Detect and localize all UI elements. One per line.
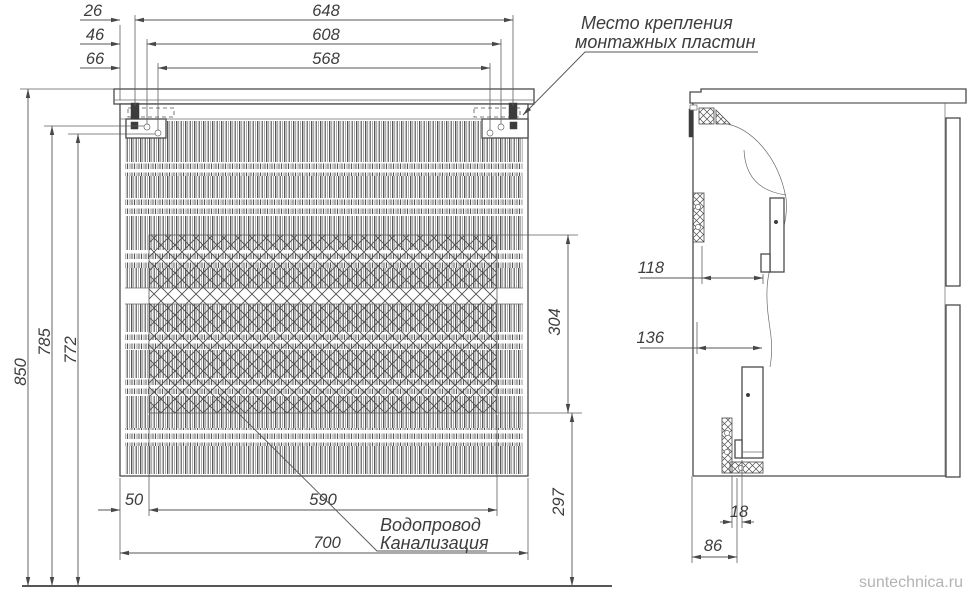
lower-mounting-plate-side	[734, 366, 764, 459]
mounting-plate-right	[473, 102, 529, 139]
front-top-dimensions: 26 46 66 648 608 568	[80, 2, 514, 130]
watermark: suntechnica.ru	[859, 574, 963, 591]
mounting-note-line1: Место крепления	[581, 13, 733, 33]
dim-297: 297	[550, 487, 568, 516]
dim-850: 850	[12, 357, 30, 385]
wall-rail	[688, 104, 698, 138]
dim-304: 304	[546, 308, 564, 336]
dim-50: 50	[125, 491, 144, 509]
mounting-plate-left	[125, 102, 175, 139]
dim-608: 608	[312, 26, 340, 44]
service-zone-crosshatch	[148, 234, 498, 414]
dim-66: 66	[86, 50, 105, 68]
front-right-dimensions: 304 297	[497, 234, 582, 587]
dim-118: 118	[638, 259, 665, 277]
plumbing-note: Водопровод Канализация	[217, 392, 489, 553]
mounting-note: Место крепления монтажных пластин	[522, 13, 758, 116]
front-left-dimensions: 850 785 772	[12, 88, 155, 587]
dim-568: 568	[312, 50, 340, 68]
dim-590: 590	[309, 491, 337, 509]
countertop-front	[113, 88, 535, 105]
cabinet-body-front	[119, 103, 529, 477]
dim-136: 136	[636, 329, 664, 347]
dim-26: 26	[83, 2, 103, 20]
mounting-note-line2: монтажных пластин	[575, 32, 756, 52]
countertop-side	[689, 88, 967, 104]
dim-700: 700	[313, 534, 341, 552]
dim-18: 18	[730, 503, 749, 521]
drawer-fronts-side	[945, 117, 961, 478]
front-view: 26 46 66 648 608 568 850 785 772 304 2	[12, 2, 758, 587]
side-view: 118 136 18 86	[636, 88, 967, 563]
dim-785: 785	[36, 327, 54, 355]
side-dimensions: 118 136 18 86	[636, 246, 764, 563]
plumbing-note-line1: Водопровод	[380, 515, 481, 535]
dim-86: 86	[704, 537, 723, 555]
corner-wedges	[698, 107, 731, 125]
dim-648: 648	[312, 2, 340, 20]
upper-mounting-plate-side	[760, 197, 785, 273]
carcass-side	[692, 102, 966, 477]
plumbing-note-line2: Канализация	[380, 533, 489, 553]
dim-46: 46	[86, 26, 105, 44]
dim-772: 772	[62, 336, 80, 364]
upper-bracket	[692, 192, 705, 243]
